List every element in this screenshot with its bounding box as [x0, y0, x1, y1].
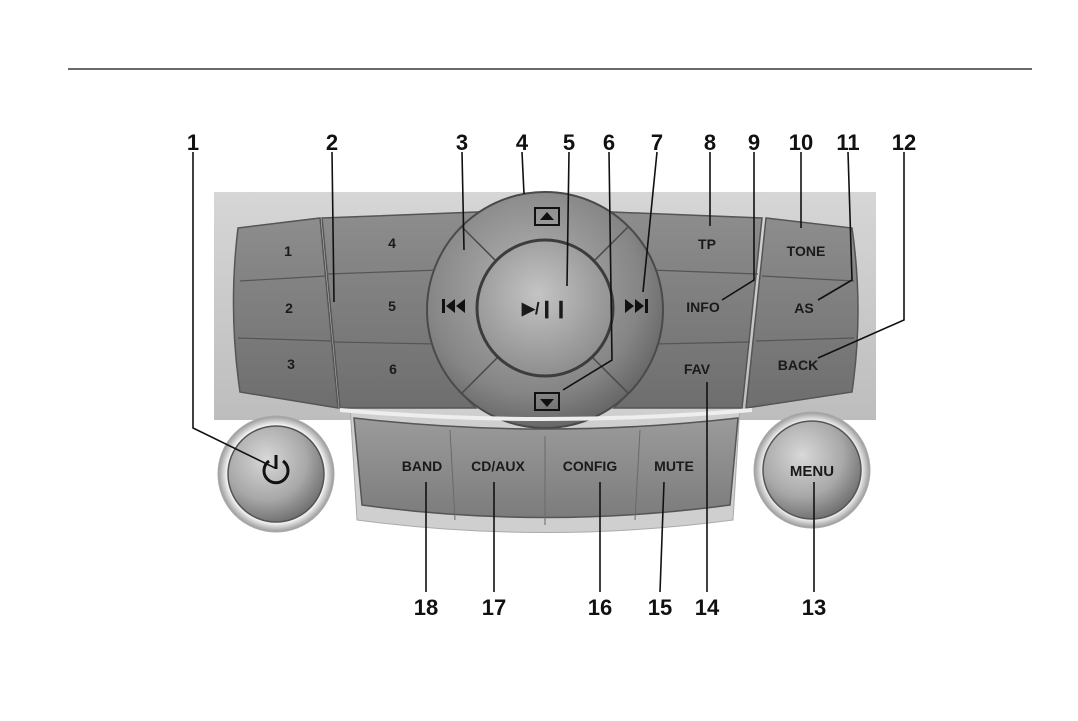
callout-15: 15 [648, 595, 672, 620]
menu-knob[interactable]: MENU [754, 412, 870, 528]
callout-13: 13 [802, 595, 826, 620]
fav-label: FAV [684, 361, 711, 377]
callout-1: 1 [187, 130, 199, 155]
tone-label: TONE [787, 243, 826, 259]
preset-button-6[interactable]: 6 [389, 361, 397, 377]
callout-2: 2 [326, 130, 338, 155]
preset-2-label: 2 [285, 300, 293, 316]
callout-5: 5 [563, 130, 575, 155]
tp-label: TP [698, 236, 716, 252]
callout-4: 4 [516, 130, 529, 155]
band-label: BAND [402, 458, 442, 474]
callout-10: 10 [789, 130, 813, 155]
callout-6: 6 [603, 130, 615, 155]
mute-label: MUTE [654, 458, 694, 474]
callout-3: 3 [456, 130, 468, 155]
band-button[interactable]: BAND [402, 458, 442, 474]
info-label: INFO [686, 299, 720, 315]
leader-4 [522, 152, 524, 194]
callout-7: 7 [651, 130, 663, 155]
preset-5-label: 5 [388, 298, 396, 314]
play-pause-button[interactable]: ▶/❙❙ [477, 240, 613, 376]
preset-4-label: 4 [388, 235, 396, 251]
preset-button-3[interactable]: 3 [287, 356, 295, 372]
cd-aux-label: CD/AUX [471, 458, 525, 474]
cd-aux-button[interactable]: CD/AUX [471, 458, 525, 474]
play-pause-label: ▶/❙❙ [521, 299, 568, 319]
config-label: CONFIG [563, 458, 618, 474]
callout-16: 16 [588, 595, 612, 620]
back-button[interactable]: BACK [778, 357, 818, 373]
as-label: AS [794, 300, 813, 316]
callout-12: 12 [892, 130, 916, 155]
callout-8: 8 [704, 130, 716, 155]
callout-14: 14 [695, 595, 720, 620]
config-button[interactable]: CONFIG [563, 458, 618, 474]
preset-1-label: 1 [284, 243, 292, 259]
callout-17: 17 [482, 595, 506, 620]
fav-button[interactable]: FAV [684, 361, 711, 377]
menu-label: MENU [790, 463, 834, 480]
back-label: BACK [778, 357, 818, 373]
callout-11: 11 [836, 130, 859, 155]
callout-9: 9 [748, 130, 760, 155]
mute-button[interactable]: MUTE [654, 458, 694, 474]
preset-3-label: 3 [287, 356, 295, 372]
preset-6-label: 6 [389, 361, 397, 377]
power-knob[interactable] [218, 416, 334, 532]
callout-18: 18 [414, 595, 438, 620]
